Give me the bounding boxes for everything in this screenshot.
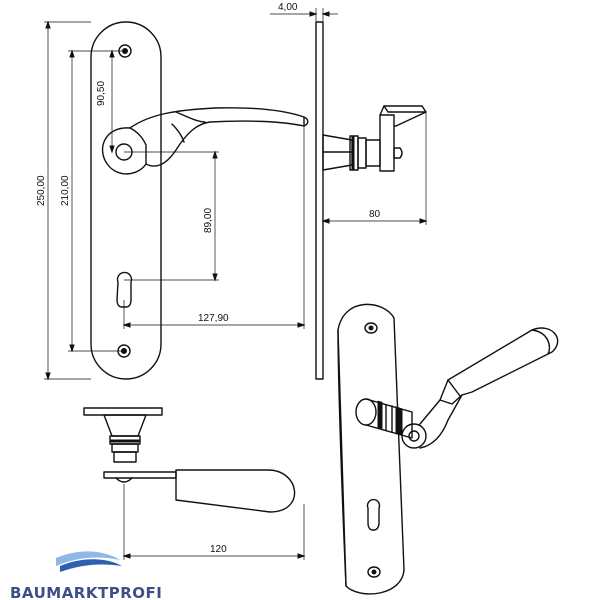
perspective-backplate xyxy=(337,303,405,595)
front-view xyxy=(90,21,309,380)
side-view xyxy=(315,21,427,380)
dim-overall-height: 250,00 xyxy=(36,175,47,206)
perspective-handle-lever xyxy=(419,327,559,449)
side-plate xyxy=(315,21,324,380)
brand-logo: BAUMARKTPROFI xyxy=(10,551,162,600)
perspective-view xyxy=(337,303,559,595)
logo-swoosh xyxy=(56,551,120,566)
top-dimensions: 120 xyxy=(122,484,306,560)
perspective-top-screw xyxy=(364,322,378,334)
front-dimensions: 250,00 210,00 90,50 89,00 127,90 xyxy=(36,20,306,381)
front-keyhole xyxy=(116,271,133,308)
dim-spindle-offset: 90,50 xyxy=(96,81,107,106)
top-handle-lever xyxy=(103,471,177,479)
brand-name: BAUMARKTPROFI xyxy=(10,584,162,600)
dim-handle-width: 120 xyxy=(210,544,227,555)
dim-thickness: 4,00 xyxy=(278,2,298,13)
dim-screw-spacing: 210,00 xyxy=(60,175,71,206)
top-view xyxy=(83,407,296,513)
top-plate xyxy=(83,407,163,416)
front-handle-lever xyxy=(129,107,305,167)
dim-handle-length: 127,90 xyxy=(198,313,229,324)
front-handle-rosette xyxy=(101,127,147,175)
dim-projection: 80 xyxy=(369,209,381,220)
perspective-bottom-screw xyxy=(367,566,381,578)
front-backplate xyxy=(90,21,162,380)
perspective-keyhole xyxy=(366,498,381,531)
perspective-neck xyxy=(355,398,413,439)
dim-handle-to-keyhole: 89,00 xyxy=(203,208,214,233)
side-dimensions: 4,00 80 xyxy=(270,2,428,225)
